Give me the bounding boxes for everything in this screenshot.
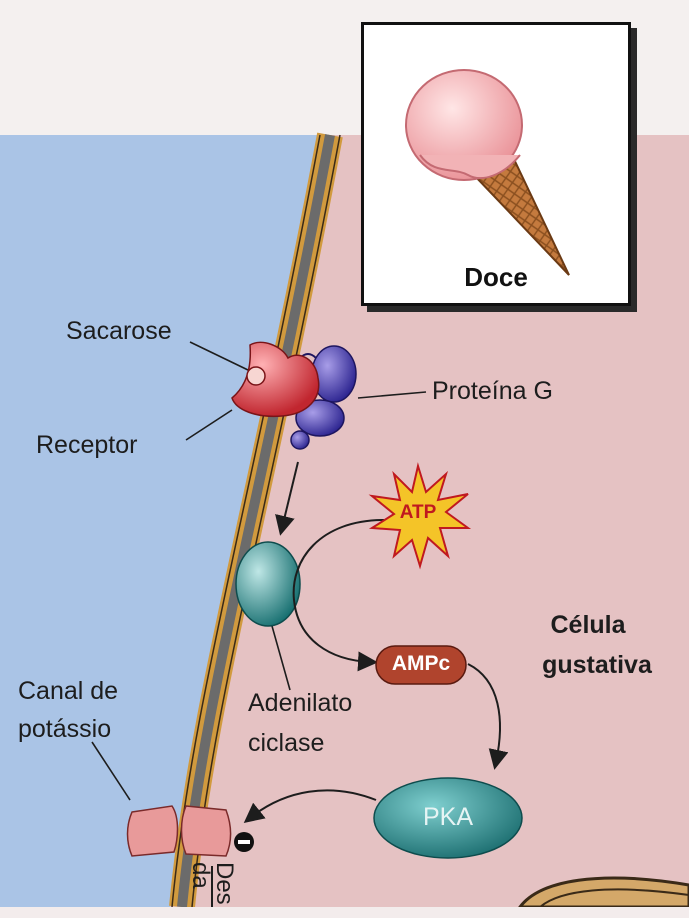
proteina-g-label: Proteína G <box>432 377 553 405</box>
canal-label-line1: Canal de <box>18 677 119 705</box>
celula-label: Célula <box>550 611 626 639</box>
ampc-badge <box>375 645 467 685</box>
canal-label-line2: potássio <box>18 715 112 743</box>
ampc-label: AMPc <box>391 652 451 675</box>
proteina-g-leader <box>357 391 427 399</box>
ampc-to-pka-arrow <box>467 663 509 770</box>
gustativa-label: gustativa <box>542 651 652 679</box>
doce-label: Doce <box>464 262 528 292</box>
ciclase-label: ciclase <box>248 729 325 757</box>
ice-cream-icon <box>405 69 570 276</box>
canal-leader <box>91 741 131 801</box>
truncated-line2: da <box>187 862 214 889</box>
truncated-rotated-label: Des da <box>166 838 238 918</box>
atp-burst <box>368 462 472 570</box>
atp-to-ampc-arrow <box>292 519 385 672</box>
receptor <box>231 341 320 418</box>
pka-to-channel-arrow <box>243 789 377 823</box>
receptor-leader <box>185 409 233 441</box>
atp-label: ATP <box>399 502 437 523</box>
sacarose-molecule <box>246 366 266 386</box>
activation-arrow <box>275 461 299 536</box>
sacarose-label: Sacarose <box>66 317 172 345</box>
extracellular-region <box>0 135 318 907</box>
adenylate-cyclase <box>235 541 301 627</box>
adenilato-label: Adenilato <box>248 689 353 717</box>
sacarose-leader <box>189 341 249 371</box>
receptor-label: Receptor <box>36 431 138 459</box>
g-protein <box>290 345 357 450</box>
adenilato-leader <box>271 625 291 691</box>
potassium-channel <box>126 805 232 857</box>
pka <box>373 777 523 859</box>
pka-label: PKA <box>422 803 474 831</box>
sweet-inset: Doce <box>361 22 631 306</box>
truncated-line1: Des <box>211 862 238 905</box>
